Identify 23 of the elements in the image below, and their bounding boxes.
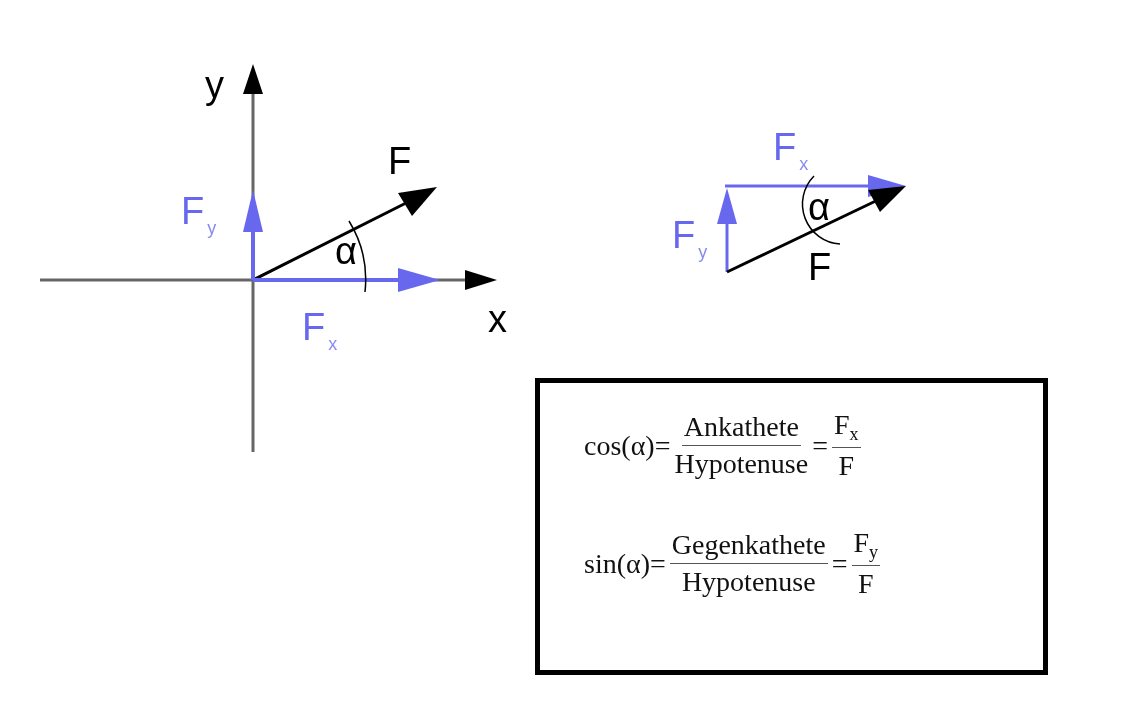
angle-label: α [335, 232, 357, 270]
angle-label: α [808, 188, 830, 226]
fraction-denominator: F [858, 567, 874, 600]
component-label: F$_{x}$ [302, 308, 338, 353]
fraction-denominator: Hypotenuse [681, 565, 816, 598]
fraction-denominator: F [838, 449, 855, 482]
equals-sign: = [831, 547, 848, 580]
fraction-numerator: Ankathete [681, 411, 801, 446]
component-label: F$_{y}$ [672, 216, 708, 261]
formula-box [535, 378, 1048, 675]
component-label: F$_{y}$ [181, 192, 217, 237]
equals-sign: = [812, 429, 828, 462]
formula-term: cos(α)= [584, 429, 671, 462]
axis-label: y [205, 66, 224, 104]
fraction-numerator: F$_{y}$ [851, 527, 881, 566]
fraction-denominator: Hypotenuse [674, 447, 809, 480]
fraction-numerator: F$_{x}$ [832, 409, 861, 448]
component-label: F$_{x}$ [773, 128, 809, 173]
force-label: F [808, 248, 832, 286]
formula-term: sin(α)= [584, 547, 666, 580]
axis-label: x [488, 300, 507, 338]
fraction-numerator: Gegenkathete [669, 529, 828, 564]
force-label: F [388, 142, 412, 180]
